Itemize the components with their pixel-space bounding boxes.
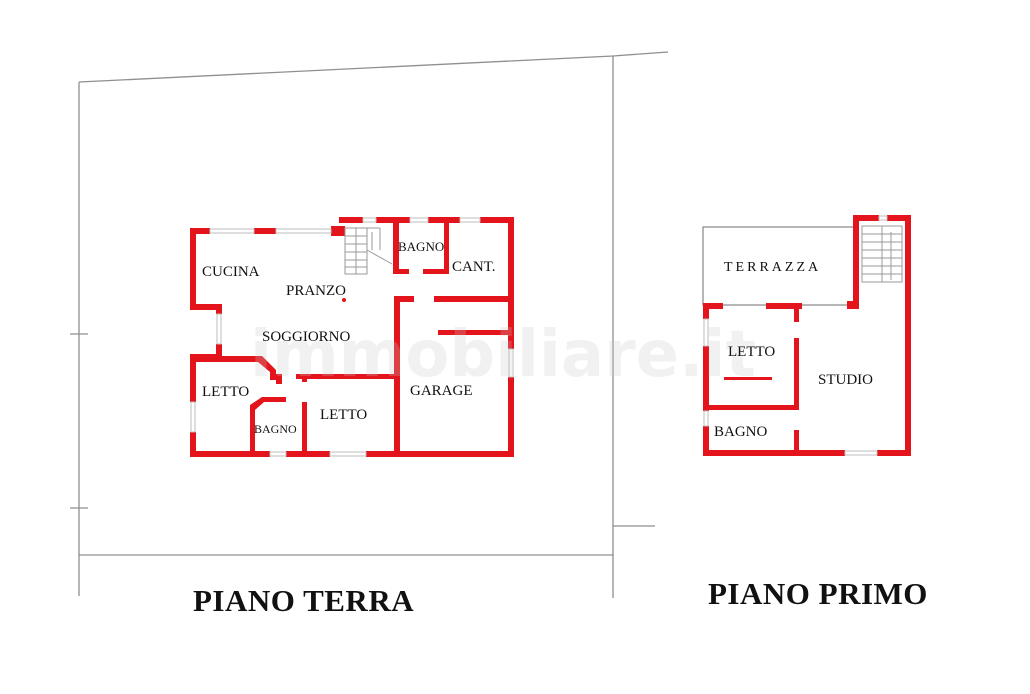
- first-floor-walls: [703, 215, 911, 456]
- watermark: immobiliare.it: [250, 318, 756, 392]
- ground-floor-stairs: [344, 227, 393, 275]
- room-label-studio: STUDIO: [818, 372, 873, 388]
- property-boundary: [70, 51, 669, 598]
- room-label-bagno-ground-lower: BAGNO: [254, 422, 297, 436]
- room-label-bagno-first: BAGNO: [714, 424, 768, 440]
- floor-title-piano-terra: PIANO TERRA: [193, 583, 415, 618]
- room-label-terrazza: TERRAZZA: [724, 260, 822, 275]
- room-label-cucina: CUCINA: [202, 264, 260, 280]
- room-label-letto-first: LETTO: [728, 344, 776, 360]
- room-label-soggiorno: SOGGIORNO: [262, 329, 351, 345]
- floor-title-piano-primo: PIANO PRIMO: [708, 576, 928, 611]
- room-label-letto-ground-right: LETTO: [320, 407, 368, 423]
- room-label-cantina: CANT.: [452, 259, 496, 275]
- room-label-letto-ground-left: LETTO: [202, 384, 250, 400]
- first-floor-stairs: [861, 225, 903, 283]
- ground-floor-windows: [190, 217, 514, 457]
- ground-floor-walls: [190, 217, 514, 457]
- room-label-bagno-ground-upper: BAGNO: [398, 239, 445, 254]
- pranzo-dot-marker: [342, 298, 346, 302]
- room-label-pranzo: PRANZO: [286, 283, 347, 299]
- first-floor-windows: [703, 215, 888, 456]
- room-label-garage: GARAGE: [410, 383, 473, 399]
